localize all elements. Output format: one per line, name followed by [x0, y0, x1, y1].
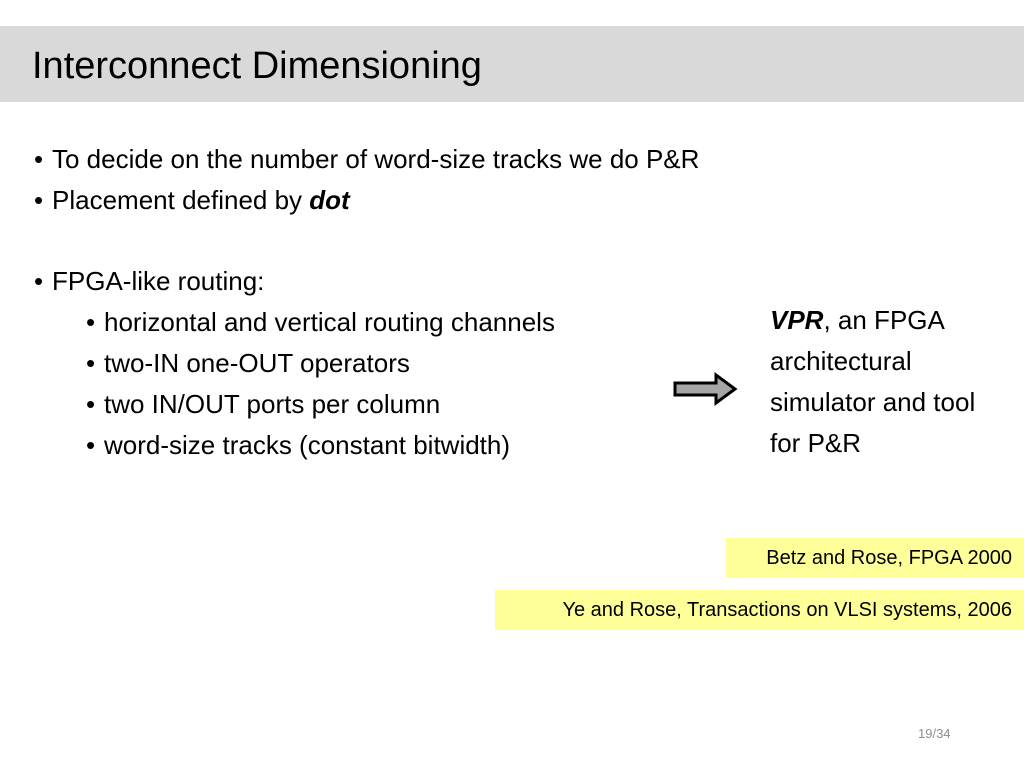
bullet-glyph: •	[34, 185, 44, 215]
bullet-glyph: •	[86, 307, 96, 337]
sub-bullet-text: horizontal and vertical routing channels	[104, 307, 555, 337]
bullet-glyph: •	[86, 348, 96, 378]
sub-bullet-text: two IN/OUT ports per column	[104, 389, 441, 419]
right-arrow-icon	[673, 372, 738, 406]
bullet-glyph: •	[86, 430, 96, 460]
title-bar	[0, 26, 1024, 102]
bullet-text: Placement defined by	[52, 185, 310, 215]
sub-bullet-item: • word-size tracks (constant bitwidth)	[86, 429, 510, 461]
bullet-text: FPGA-like routing:	[52, 266, 265, 296]
bullet-glyph: •	[86, 389, 96, 419]
bullet-item: • FPGA-like routing:	[34, 265, 264, 297]
sub-bullet-item: • two IN/OUT ports per column	[86, 388, 440, 420]
slide-title: Interconnect Dimensioning	[32, 45, 482, 87]
sub-bullet-text: two-IN one-OUT operators	[104, 348, 410, 378]
bullet-glyph: •	[34, 266, 44, 296]
bullet-emphasis: dot	[309, 185, 350, 215]
bullet-text: To decide on the number of word-size tra…	[52, 144, 700, 174]
vpr-emphasis: VPR	[770, 305, 824, 335]
bullet-item: • To decide on the number of word-size tr…	[34, 143, 699, 175]
reference-betz-rose: Betz and Rose, FPGA 2000	[726, 538, 1024, 578]
sub-bullet-item: • two-IN one-OUT operators	[86, 347, 410, 379]
vpr-description: , an FPGA architectural simulator and to…	[770, 305, 976, 458]
bullet-item: • Placement defined by dot	[34, 184, 350, 216]
page-number: 19/34	[918, 726, 951, 741]
sub-bullet-item: • horizontal and vertical routing channel…	[86, 306, 555, 338]
reference-ye-rose: Ye and Rose, Transactions on VLSI system…	[495, 590, 1024, 630]
bullet-glyph: •	[34, 144, 44, 174]
sub-bullet-text: word-size tracks (constant bitwidth)	[104, 430, 511, 460]
vpr-callout: VPR, an FPGA architectural simulator and…	[770, 300, 990, 464]
